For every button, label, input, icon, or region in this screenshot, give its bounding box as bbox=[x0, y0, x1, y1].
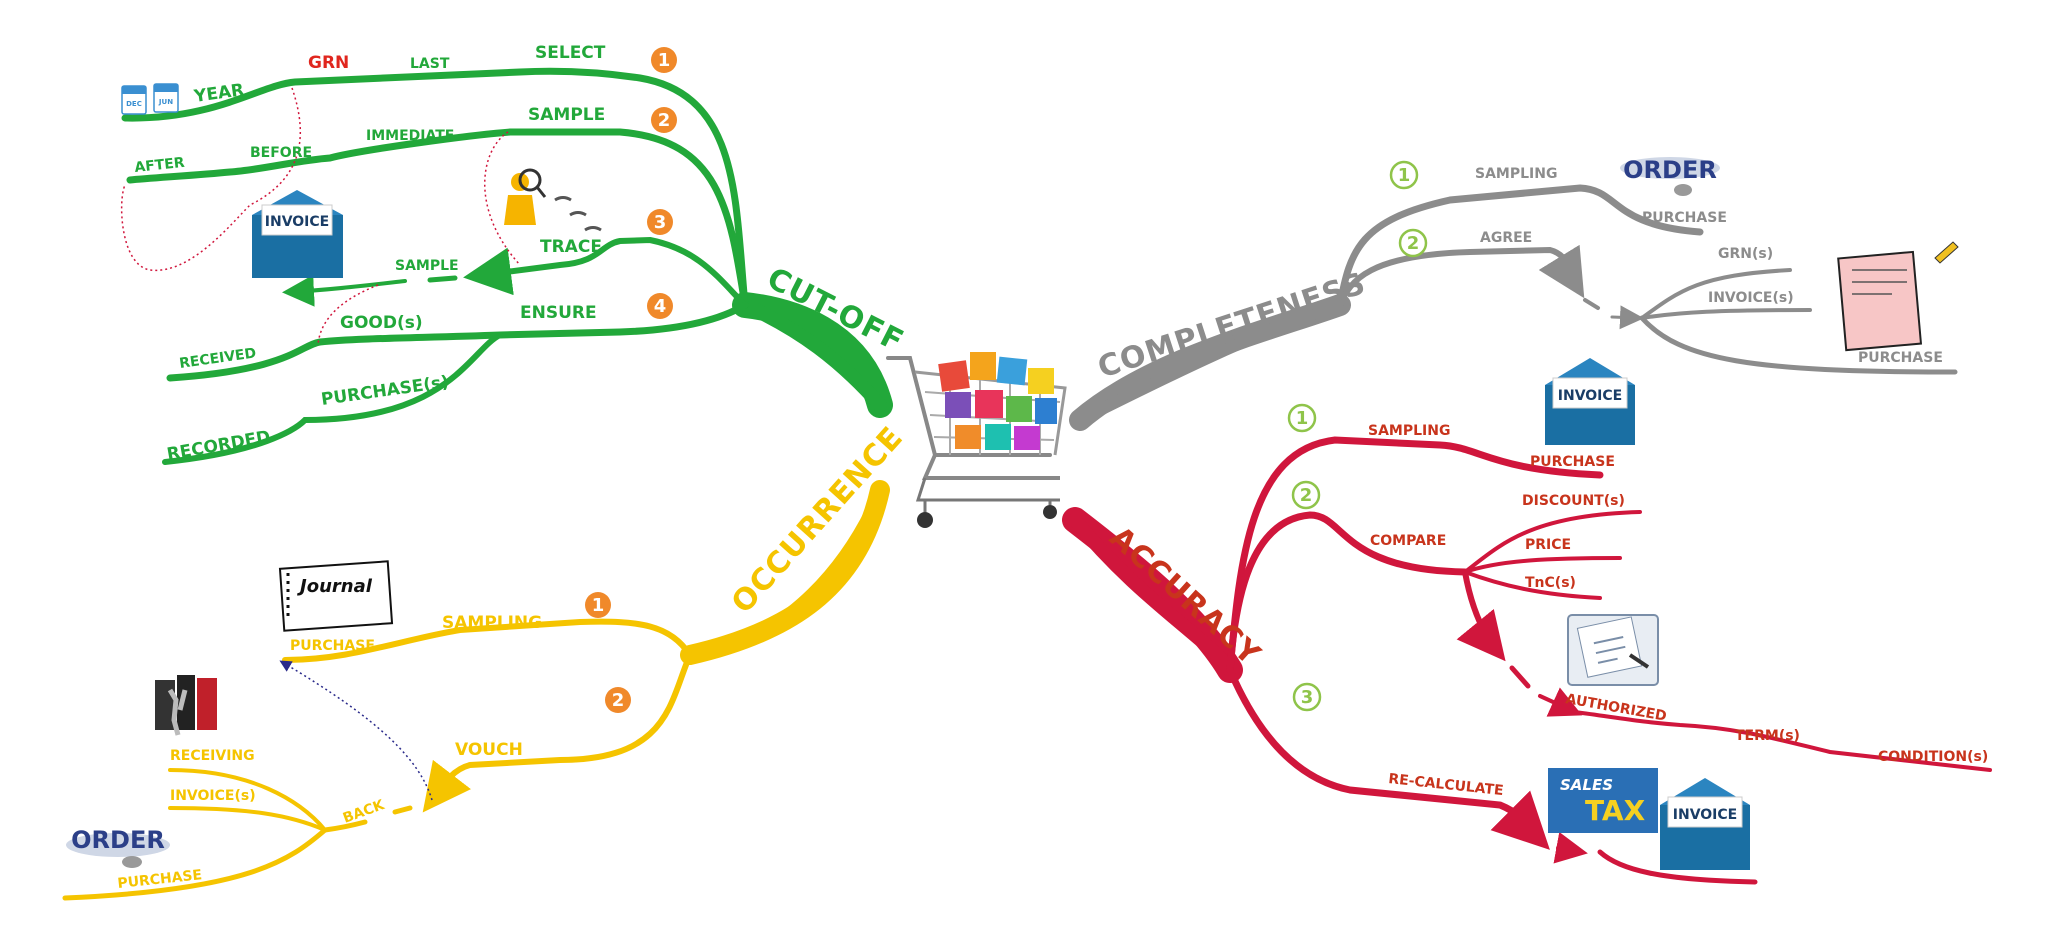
occurrence-purchase-label: PURCHASE bbox=[290, 638, 375, 654]
accuracy-purchase-label: PURCHASE bbox=[1530, 454, 1615, 470]
svg-text:Journal: Journal bbox=[297, 576, 373, 597]
completeness-grns-label: GRN(s) bbox=[1718, 246, 1773, 262]
completeness-invoices-label: INVOICE(s) bbox=[1708, 290, 1794, 306]
cutoff-goods-label: GOOD(s) bbox=[340, 313, 423, 333]
svg-text:4: 4 bbox=[654, 296, 667, 317]
cutoff-branch-1 bbox=[121, 67, 749, 309]
svg-text:INVOICE: INVOICE bbox=[1673, 807, 1737, 823]
svg-text:2: 2 bbox=[658, 110, 671, 131]
accuracy-terms-label: TERM(s) bbox=[1735, 728, 1800, 744]
completeness-number-2: 2 bbox=[1398, 228, 1428, 258]
cutoff-ensure-label: ENSURE bbox=[520, 303, 597, 323]
svg-text:INVOICE: INVOICE bbox=[1558, 388, 1622, 404]
cutoff-sample2-label: SAMPLE bbox=[395, 258, 459, 274]
accuracy-branch-1 bbox=[1226, 436, 1604, 674]
cutoff-before-label: BEFORE bbox=[250, 145, 312, 161]
accuracy-number-1: 1 bbox=[1287, 403, 1317, 433]
sales-tax-icon: SALES TAX bbox=[1548, 768, 1658, 833]
cutoff-branch-2 bbox=[126, 128, 749, 309]
file-binders-icon bbox=[155, 675, 217, 736]
cutoff-trace-label: TRACE bbox=[540, 237, 602, 257]
cutoff-grn-label: GRN bbox=[308, 53, 349, 73]
occurrence-branch-1 bbox=[282, 618, 693, 663]
cutoff-branch-3 bbox=[463, 236, 748, 308]
occurrence-branch-2 bbox=[422, 652, 693, 813]
accuracy-branch-3 bbox=[1226, 666, 1550, 850]
accuracy-discounts-label: DISCOUNT(s) bbox=[1522, 493, 1625, 509]
occurrence-number-1: 1 bbox=[585, 592, 611, 618]
cutoff-sample-label: SAMPLE bbox=[528, 105, 605, 125]
completeness-branch-1 bbox=[1336, 184, 1704, 309]
accuracy-branch: ACCURACY SAMPLING PURCHASE 1 INVOICE COM… bbox=[1062, 358, 1992, 885]
accuracy-number-3: 3 bbox=[1292, 682, 1322, 712]
cutoff-number-4: 4 bbox=[647, 293, 673, 319]
cutoff-recorded-label: RECORDED bbox=[165, 427, 271, 465]
svg-text:1: 1 bbox=[1296, 408, 1309, 429]
cutoff-select-label: SELECT bbox=[535, 43, 606, 63]
accuracy-invoice-envelope-icon: INVOICE bbox=[1545, 358, 1635, 445]
cutoff-last-label: LAST bbox=[410, 56, 450, 72]
svg-text:ORDER: ORDER bbox=[1623, 156, 1717, 184]
completeness-sampling-label: SAMPLING bbox=[1475, 166, 1557, 182]
accuracy-tncs-label: TnC(s) bbox=[1525, 575, 1576, 591]
accuracy-conditions-label: CONDITION(s) bbox=[1878, 749, 1988, 765]
cutoff-branch-4 bbox=[166, 301, 749, 382]
occurrence-vouch-label: VOUCH bbox=[455, 740, 523, 760]
svg-text:2: 2 bbox=[1300, 485, 1313, 506]
completeness-branch: COMPLETENESS SAMPLING PURCHASE 1 ORDER A… bbox=[1069, 156, 1959, 431]
cutoff-branch: CUT-OFF SELECT LAST GRN YEAR DEC JUN 1 S… bbox=[120, 43, 909, 465]
cutoff-after-label: AFTER bbox=[134, 155, 186, 176]
svg-text:3: 3 bbox=[1301, 687, 1314, 708]
svg-text:JUN: JUN bbox=[158, 98, 173, 106]
completeness-purchase2-label: PURCHASE bbox=[1858, 350, 1943, 366]
accuracy-invoice-envelope-2-icon: INVOICE bbox=[1660, 778, 1750, 870]
svg-text:1: 1 bbox=[592, 595, 605, 616]
occurrence-branch: OCCURRENCE SAMPLING PURCHASE 1 Journal V… bbox=[62, 420, 910, 901]
cutoff-immediate-label: IMMEDIATE bbox=[366, 128, 454, 144]
completeness-branch-2 bbox=[1337, 244, 1585, 308]
occurrence-invoices-label: INVOICE(s) bbox=[170, 788, 256, 804]
invoice-envelope-icon: INVOICE bbox=[252, 190, 343, 278]
purchase-order-form-icon bbox=[1837, 241, 1959, 352]
svg-text:1: 1 bbox=[1398, 165, 1411, 186]
signing-document-icon bbox=[1567, 614, 1659, 686]
cutoff-number-2: 2 bbox=[651, 107, 677, 133]
completeness-agree-label: AGREE bbox=[1480, 230, 1532, 246]
svg-text:SALES: SALES bbox=[1560, 776, 1613, 794]
occurrence-sampling-label: SAMPLING bbox=[442, 613, 542, 633]
svg-text:INVOICE: INVOICE bbox=[265, 214, 329, 230]
accuracy-price-label: PRICE bbox=[1525, 537, 1571, 553]
svg-text:DEC: DEC bbox=[126, 100, 142, 108]
svg-text:2: 2 bbox=[1407, 233, 1420, 254]
journal-icon: Journal bbox=[278, 560, 394, 632]
cutoff-number-3: 3 bbox=[647, 209, 673, 235]
completeness-number-1: 1 bbox=[1389, 160, 1419, 190]
svg-text:2: 2 bbox=[612, 690, 625, 711]
completeness-purchase-label: PURCHASE bbox=[1642, 210, 1727, 226]
svg-text:ORDER: ORDER bbox=[71, 826, 165, 854]
accuracy-sampling-label: SAMPLING bbox=[1368, 423, 1450, 439]
cutoff-purchases-label: PURCHASE(s) bbox=[320, 372, 450, 410]
magnifier-figure-icon bbox=[504, 168, 602, 232]
completeness-title: COMPLETENESS bbox=[1094, 266, 1371, 386]
occurrence-receiving-label: RECEIVING bbox=[170, 748, 255, 764]
order-logo-icon: ORDER bbox=[66, 826, 170, 868]
svg-text:3: 3 bbox=[654, 212, 667, 233]
svg-text:TAX: TAX bbox=[1585, 794, 1646, 827]
accuracy-number-2: 2 bbox=[1291, 480, 1321, 510]
svg-text:1: 1 bbox=[658, 50, 671, 71]
calendar-icon: DEC JUN bbox=[121, 83, 179, 115]
cutoff-number-1: 1 bbox=[651, 47, 677, 73]
accuracy-branch-2 bbox=[1226, 511, 1469, 674]
shopping-cart-icon bbox=[886, 352, 1067, 528]
accuracy-compare-label: COMPARE bbox=[1370, 533, 1446, 549]
occurrence-number-2: 2 bbox=[605, 687, 631, 713]
completeness-order-logo-icon: ORDER bbox=[1620, 156, 1720, 196]
